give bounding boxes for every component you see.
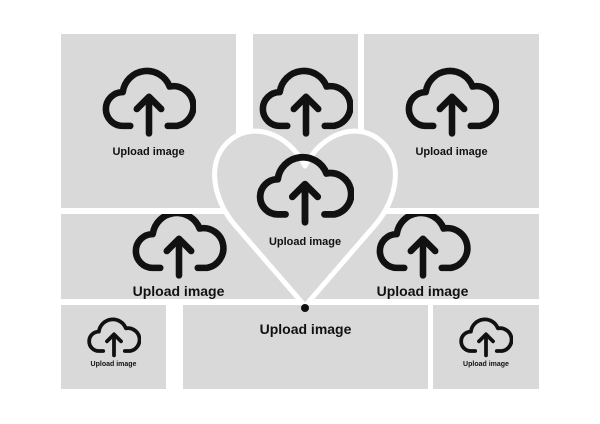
cloud-upload-icon	[102, 64, 196, 139]
upload-slot-top-left[interactable]: Upload image	[61, 34, 236, 208]
upload-label: Upload image	[90, 361, 137, 368]
upload-slot-bottom-center[interactable]: Upload image	[183, 305, 428, 389]
upload-label: Upload image	[132, 283, 225, 299]
upload-label: Upload image	[376, 283, 469, 299]
upload-slot-bottom-left[interactable]: Upload image	[61, 305, 166, 389]
upload-label: Upload image	[268, 236, 342, 248]
upload-label: Upload image	[415, 146, 488, 158]
cloud-upload-icon	[87, 315, 141, 359]
upload-slot-bottom-right[interactable]: Upload image	[433, 305, 539, 389]
upload-label: Upload image	[259, 321, 352, 337]
cloud-upload-icon	[459, 315, 513, 359]
cloud-upload-icon	[405, 64, 499, 139]
upload-label: Upload image	[463, 361, 509, 368]
upload-label: Upload image	[112, 146, 185, 158]
cloud-upload-icon	[256, 150, 354, 228]
upload-slot-heart[interactable]: Upload image	[210, 118, 400, 314]
